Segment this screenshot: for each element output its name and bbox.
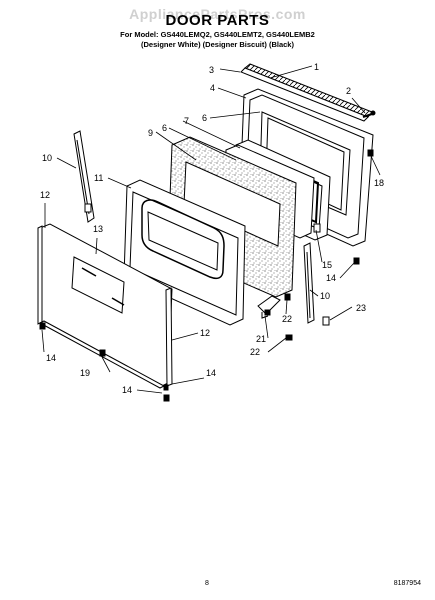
document-number: 8187954 bbox=[393, 580, 421, 587]
variant-line: (Designer White) (Designer Biscuit) (Bla… bbox=[141, 40, 294, 49]
watermark: AppliancePartsPros.com bbox=[129, 6, 306, 22]
callout-12-right: 12 bbox=[200, 328, 210, 338]
callout-13: 13 bbox=[93, 224, 103, 234]
callout-23: 23 bbox=[356, 303, 366, 313]
callout-6-upper: 6 bbox=[202, 113, 207, 123]
callout-3: 3 bbox=[209, 65, 214, 75]
part-10-right-side-channel bbox=[303, 242, 315, 324]
callout-18: 18 bbox=[374, 178, 384, 188]
callout-10-left: 10 bbox=[42, 153, 52, 163]
callout-10-right: 10 bbox=[320, 291, 330, 301]
callout-19: 19 bbox=[80, 368, 90, 378]
callout-labels: 1 2 3 4 6 7 6 9 10 11 12 13 14 19 14 14 … bbox=[40, 62, 384, 395]
callout-14-bottom: 14 bbox=[122, 385, 132, 395]
part-2-screw bbox=[362, 110, 376, 118]
callout-22-upper: 22 bbox=[282, 314, 292, 324]
callout-2: 2 bbox=[346, 86, 351, 96]
callout-14-hinge: 14 bbox=[326, 273, 336, 283]
callout-14-left: 14 bbox=[46, 353, 56, 363]
callout-21: 21 bbox=[256, 334, 266, 344]
page-title: DOOR PARTS bbox=[165, 12, 270, 29]
callout-14-right: 14 bbox=[206, 368, 216, 378]
part-15-clip bbox=[313, 223, 321, 233]
screw-fasteners bbox=[39, 149, 374, 402]
callout-4: 4 bbox=[210, 83, 215, 93]
page-number: 8 bbox=[205, 580, 209, 587]
part-12-side-trim bbox=[37, 225, 173, 387]
callout-6-lower: 6 bbox=[162, 123, 167, 133]
callout-1: 1 bbox=[314, 62, 319, 72]
callout-11: 11 bbox=[94, 173, 103, 183]
callout-leaders bbox=[41, 65, 381, 394]
part-10-left-side-channel bbox=[73, 130, 95, 223]
callout-22-lower: 22 bbox=[250, 347, 260, 357]
part-23-hinge-clip bbox=[322, 316, 330, 326]
callout-12-left: 12 bbox=[40, 190, 50, 200]
callout-15: 15 bbox=[322, 260, 332, 270]
model-line: For Model: GS440LEMQ2, GS440LEMT2, GS440… bbox=[120, 30, 315, 39]
part-21-hinge-bracket bbox=[257, 295, 281, 319]
callout-7: 7 bbox=[184, 116, 189, 126]
callout-9: 9 bbox=[148, 128, 153, 138]
